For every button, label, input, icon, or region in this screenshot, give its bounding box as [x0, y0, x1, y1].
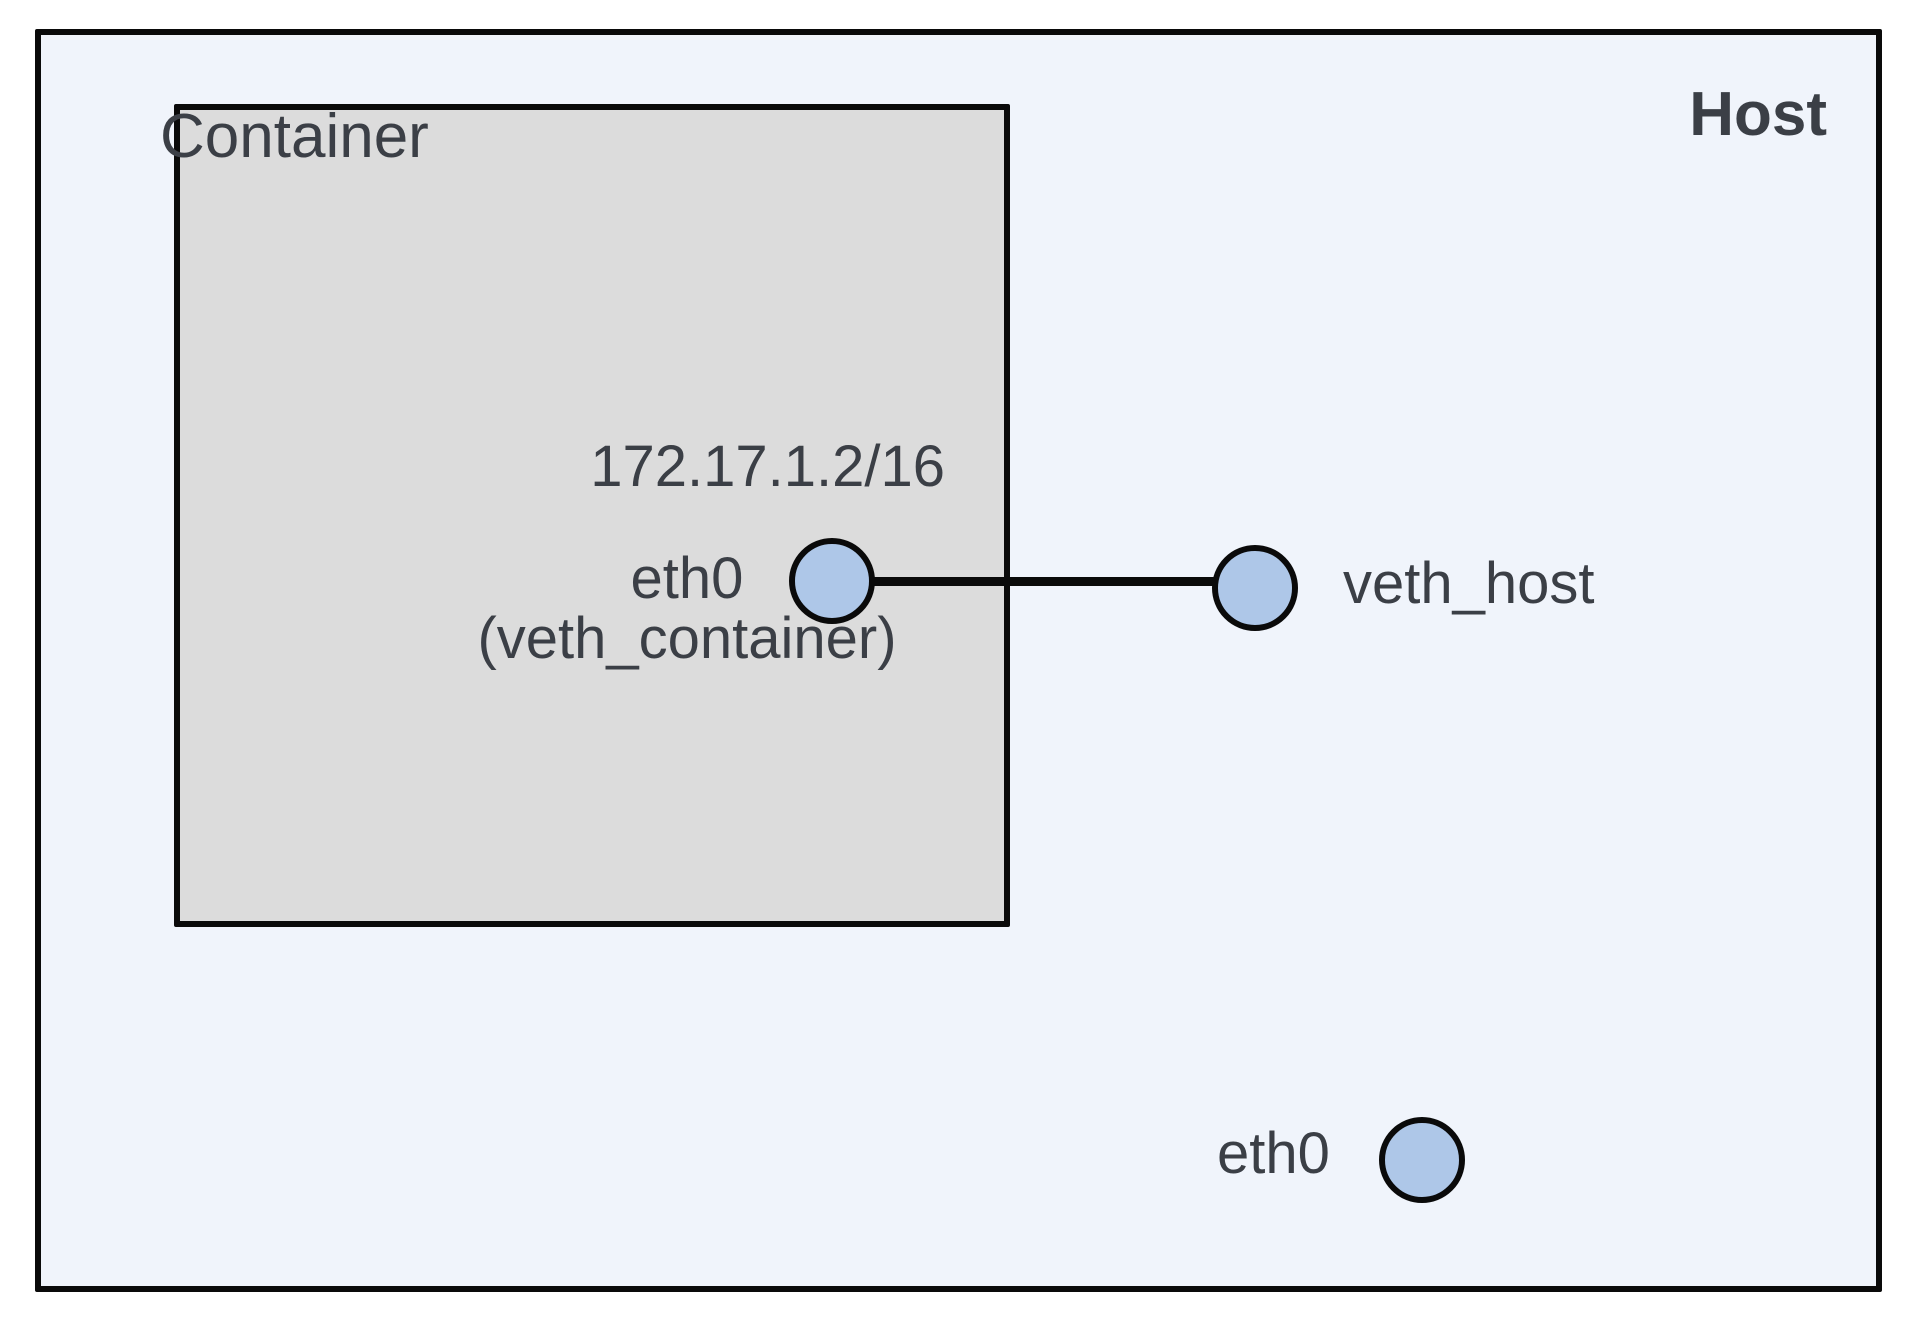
container-box — [174, 104, 1010, 927]
host-eth0-node — [1379, 1117, 1465, 1203]
host-box — [35, 29, 1882, 1292]
veth-pair-connector-line — [868, 577, 1218, 586]
host-eth0-label: eth0 — [1217, 1121, 1330, 1186]
veth-host-node — [1212, 545, 1298, 631]
host-label: Host — [1689, 80, 1827, 149]
container-label: Container — [160, 102, 429, 171]
veth-host-label: veth_host — [1343, 551, 1595, 616]
ip-address-label: 172.17.1.2/16 — [590, 434, 945, 499]
veth-container-node — [789, 538, 875, 624]
